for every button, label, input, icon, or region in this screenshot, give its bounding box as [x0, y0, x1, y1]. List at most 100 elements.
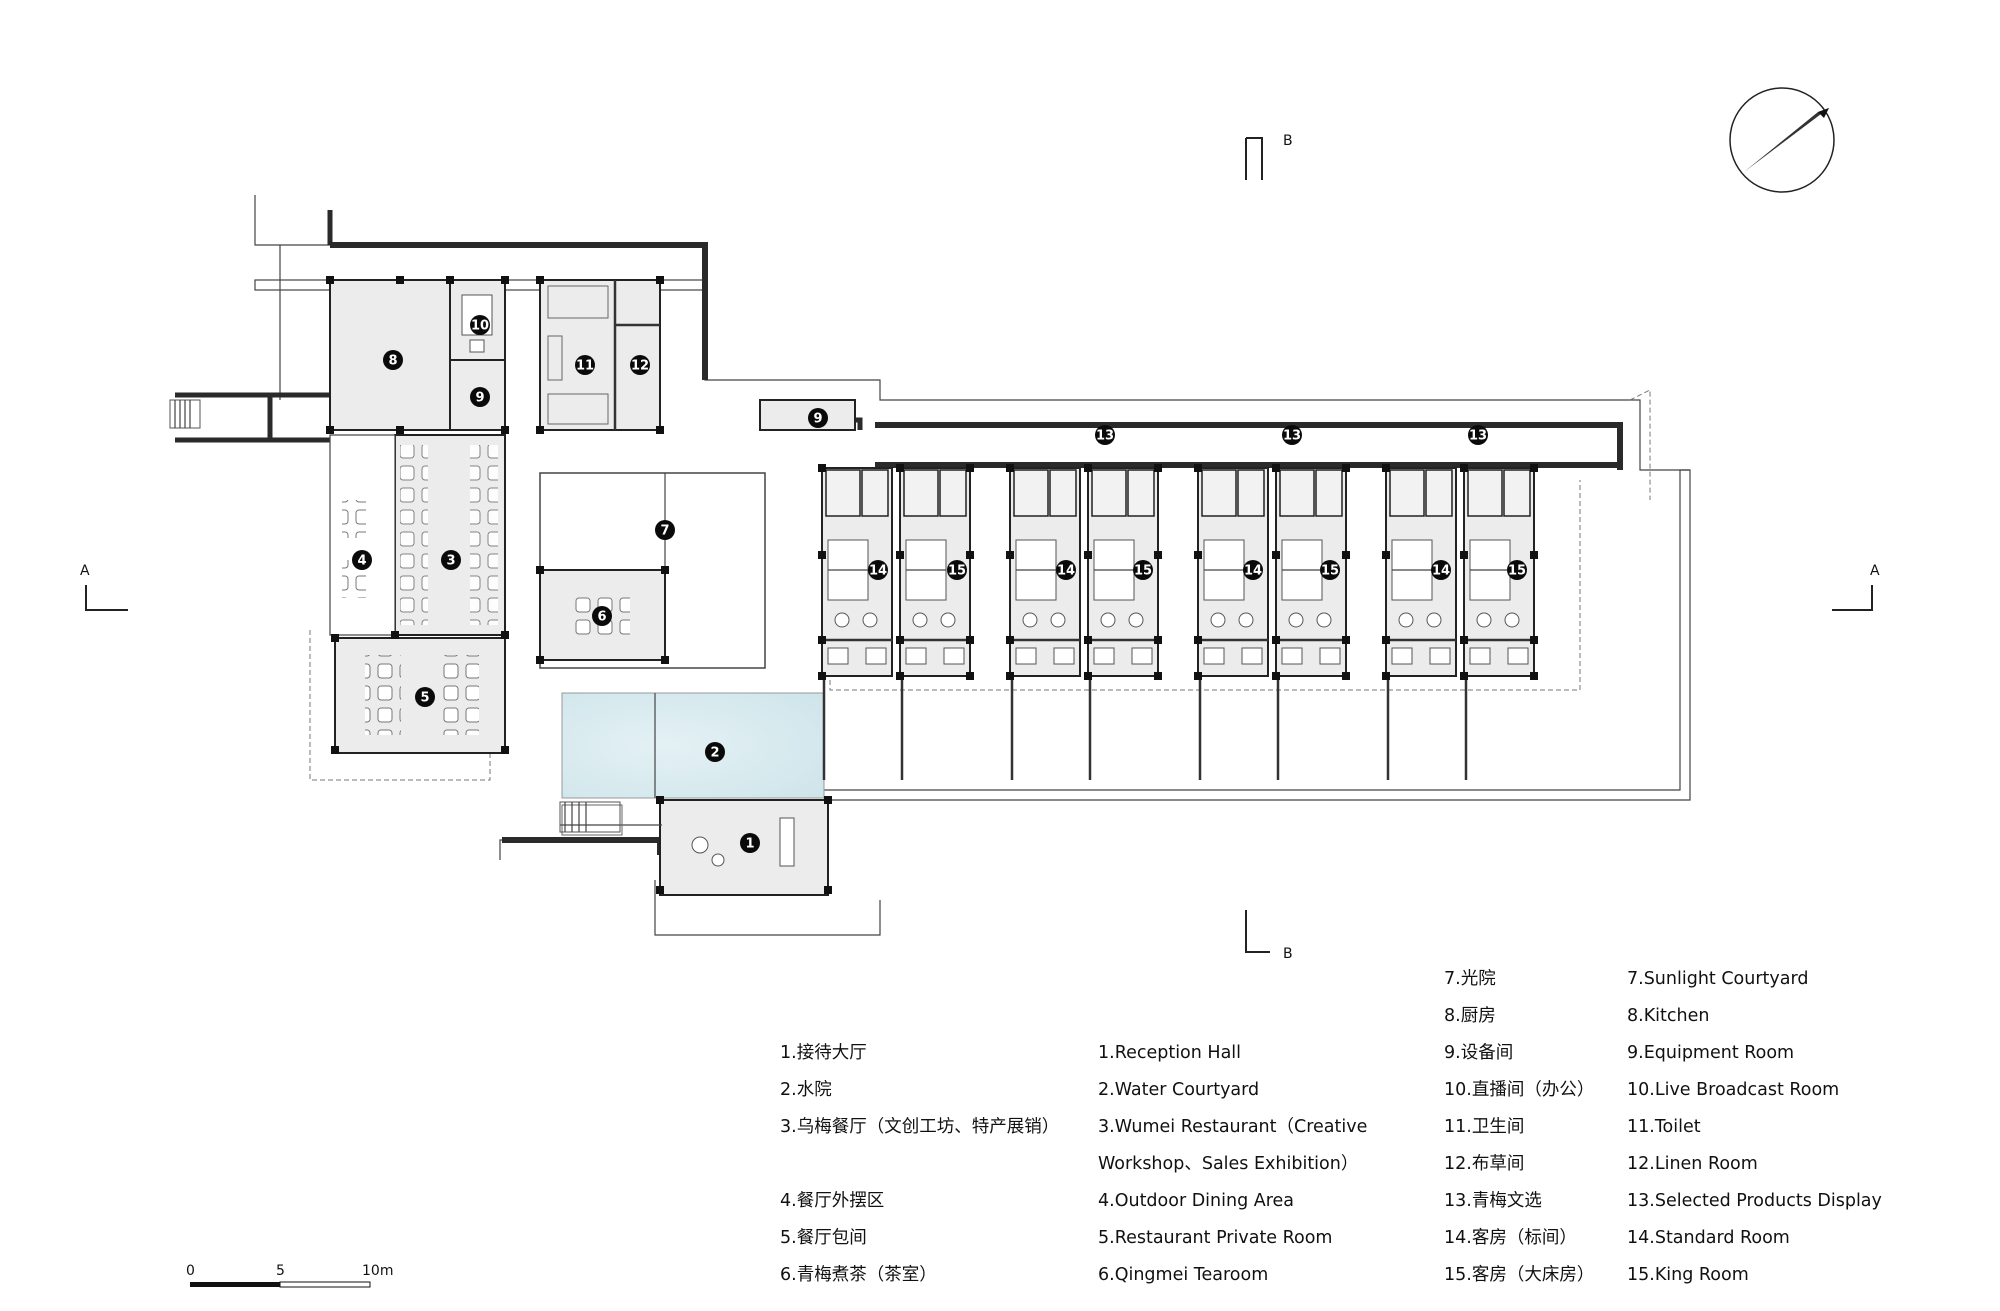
- column: [1006, 672, 1014, 680]
- legend-item: 8.厨房: [1444, 1006, 1496, 1026]
- room-tag-5: 5: [415, 687, 435, 707]
- column: [1006, 636, 1014, 644]
- column: [966, 464, 974, 472]
- guest-room-units: [821, 467, 1535, 780]
- column: [824, 886, 832, 894]
- legend-item: 12.Linen Room: [1627, 1154, 1758, 1174]
- room-tag-15: 15: [1320, 560, 1340, 580]
- column: [331, 634, 339, 642]
- column: [501, 426, 509, 434]
- column: [966, 636, 974, 644]
- column: [1342, 464, 1350, 472]
- column: [656, 886, 664, 894]
- legend-item: 15.King Room: [1627, 1265, 1749, 1285]
- column: [966, 551, 974, 559]
- room-tag-9: 9: [808, 408, 828, 428]
- column: [896, 551, 904, 559]
- room-tag-label: 11: [576, 359, 594, 374]
- column: [396, 426, 404, 434]
- column: [1272, 636, 1280, 644]
- column: [1382, 551, 1390, 559]
- column: [1084, 672, 1092, 680]
- column: [661, 566, 669, 574]
- legend-item: 7.光院: [1444, 969, 1496, 989]
- column: [656, 276, 664, 284]
- legend-item: 7.Sunlight Courtyard: [1627, 969, 1809, 989]
- room-tag-label: 13: [1469, 429, 1487, 444]
- legend-item: 11.卫生间: [1444, 1117, 1525, 1137]
- room-tag-11: 11: [575, 355, 595, 375]
- column: [501, 746, 509, 754]
- column: [1342, 636, 1350, 644]
- legend-item: 11.Toilet: [1627, 1117, 1701, 1137]
- column: [1460, 636, 1468, 644]
- legend-item: 5.餐厅包间: [780, 1228, 867, 1248]
- legend-item: 14.Standard Room: [1627, 1228, 1790, 1248]
- room-tag-label: 7: [660, 524, 669, 539]
- column: [1530, 464, 1538, 472]
- column: [1194, 464, 1202, 472]
- room-tag-label: 14: [1057, 564, 1075, 579]
- kitchen-block: [329, 279, 506, 431]
- room-tag-12: 12: [630, 355, 650, 375]
- room-tag-label: 4: [357, 554, 366, 569]
- section-label-a-left: A: [80, 563, 90, 579]
- room-tag-label: 13: [1283, 429, 1301, 444]
- room-tag-label: 15: [1508, 564, 1526, 579]
- column: [818, 636, 826, 644]
- room-tag-4: 4: [352, 550, 372, 570]
- room-tag-label: 15: [1321, 564, 1339, 579]
- column: [391, 631, 399, 639]
- reception-hall: [560, 799, 829, 896]
- scale-label-5: 5: [276, 1263, 285, 1279]
- column: [501, 276, 509, 284]
- column: [1006, 464, 1014, 472]
- room-tag-label: 14: [1244, 564, 1262, 579]
- room-tag-label: 12: [631, 359, 649, 374]
- section-label-b-bottom: B: [1283, 946, 1293, 962]
- room-tag-15: 15: [947, 560, 967, 580]
- column: [1084, 551, 1092, 559]
- room-tag-7: 7: [655, 520, 675, 540]
- column: [818, 672, 826, 680]
- room-tag-9: 9: [470, 387, 490, 407]
- structural-columns: [326, 276, 1538, 894]
- column: [1530, 551, 1538, 559]
- column: [536, 426, 544, 434]
- column: [396, 276, 404, 284]
- room-tag-13: 13: [1095, 425, 1115, 445]
- room-tag-label: 15: [948, 564, 966, 579]
- equipment-room-corridor: [759, 399, 856, 431]
- room-tag-13: 13: [1468, 425, 1488, 445]
- room-tag-3: 3: [441, 550, 461, 570]
- column: [824, 796, 832, 804]
- room-tag-13: 13: [1282, 425, 1302, 445]
- column: [1272, 551, 1280, 559]
- column: [1154, 672, 1162, 680]
- room-tag-label: 14: [869, 564, 887, 579]
- room-tag-label: 2: [710, 746, 719, 761]
- column: [656, 426, 664, 434]
- room-tag-label: 14: [1432, 564, 1450, 579]
- legend-item: [780, 1146, 1059, 1183]
- section-label-b-top: B: [1283, 133, 1293, 149]
- room-tag-14: 14: [868, 560, 888, 580]
- column: [446, 276, 454, 284]
- room-tag-2: 2: [705, 742, 725, 762]
- column: [1084, 464, 1092, 472]
- legend-item: 5.Restaurant Private Room: [1098, 1228, 1333, 1248]
- legend-item: 12.布草间: [1444, 1154, 1525, 1174]
- column: [1154, 464, 1162, 472]
- column: [966, 672, 974, 680]
- north-arrow-icon: [1729, 87, 1835, 193]
- column: [1154, 636, 1162, 644]
- column: [661, 656, 669, 664]
- legend-item: 15.客房（大床房）: [1444, 1265, 1595, 1285]
- room-tag-10: 10: [470, 315, 490, 335]
- column: [1460, 551, 1468, 559]
- room-tag-label: 10: [471, 319, 489, 334]
- water-courtyard: [561, 692, 825, 799]
